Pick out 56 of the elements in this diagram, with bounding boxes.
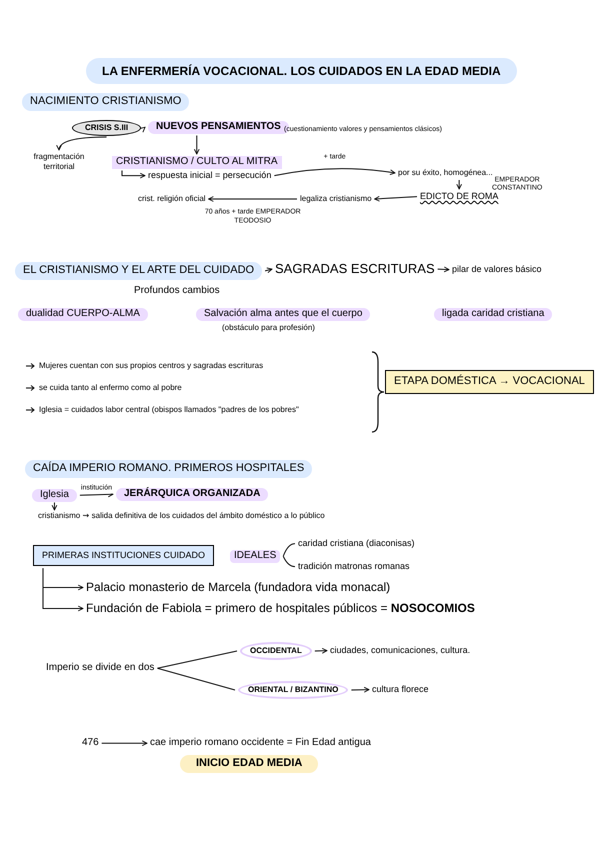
institution-box: PRIMERAS INSTITUCIONES CUIDADO bbox=[33, 545, 214, 566]
note-text: caridad cristiana (diaconisas) bbox=[298, 538, 415, 550]
arrow bbox=[101, 740, 148, 746]
note-text: fragmentación territorial bbox=[28, 152, 90, 172]
arrow bbox=[264, 268, 272, 274]
bullet-text: se cuida tanto al enfermo como al pobre bbox=[39, 382, 182, 394]
note-text: ciudades, comunicaciones, cultura. bbox=[330, 645, 470, 656]
note-text: cultura florece bbox=[372, 684, 429, 696]
arrow bbox=[52, 502, 58, 510]
arrow bbox=[456, 180, 462, 190]
highlighted-text: CRISTIANISMO / CULTO AL MITRA bbox=[112, 156, 282, 168]
highlighted-text: INICIO EDAD MEDIA bbox=[180, 755, 318, 773]
arrow bbox=[374, 196, 418, 202]
side-note: (obstáculo para profesión) bbox=[222, 322, 315, 334]
highlighted-text: IDEALES bbox=[230, 550, 280, 562]
arrow bbox=[122, 170, 146, 178]
section-heading: EL CRISTIANISMO Y EL ARTE DEL CUIDADO bbox=[15, 262, 262, 280]
arrow bbox=[274, 168, 396, 176]
arrow bbox=[139, 126, 146, 133]
side-note: Profundos cambios bbox=[134, 284, 220, 298]
section-heading: NACIMIENTO CRISTIANISMO bbox=[22, 93, 190, 111]
note-text: por su éxito, homogénea... bbox=[398, 168, 493, 178]
oval-box: CRISIS S.III bbox=[72, 120, 142, 136]
arrow bbox=[314, 648, 328, 654]
highlighted-text: ligada caridad cristiana bbox=[434, 308, 552, 320]
oval-box: OCCIDENTAL bbox=[240, 642, 312, 660]
bullet-text: Iglesia = cuidados labor central (obispos llamados "padres de los pobres" bbox=[39, 404, 299, 416]
highlighted-text: dualidad CUERPO-ALMA bbox=[18, 308, 148, 320]
note-text: pilar de valores básico bbox=[452, 264, 542, 276]
note-text: cae imperio romano occidente = Fin Edad antigua bbox=[150, 737, 371, 750]
note-text: respuesta inicial = persecución bbox=[148, 170, 272, 182]
section-heading: CAÍDA IMPERIO ROMANO. PRIMEROS HOSPITALES bbox=[25, 460, 312, 478]
highlighted-text: Iglesia bbox=[32, 489, 77, 502]
note-text: EDICTO DE ROMA bbox=[420, 191, 498, 202]
page-title: LA ENFERMERÍA VOCACIONAL. LOS CUIDADOS EN LA EDAD MEDIA bbox=[86, 58, 517, 84]
highlighted-text: JERÁRQUICA ORGANIZADA bbox=[116, 488, 268, 500]
arrow bbox=[56, 136, 108, 150]
note-text: legaliza cristianismo bbox=[300, 194, 372, 204]
arrow bbox=[79, 492, 114, 498]
highlighted-text: Salvación alma antes que el cuerpo bbox=[196, 308, 370, 320]
note-text: crist. religión oficial bbox=[138, 194, 206, 204]
arrow bbox=[42, 568, 84, 612]
note-text: Palacio monasterio de Marcela (fundadora vida monacal) bbox=[86, 580, 390, 595]
note-text: 476 bbox=[82, 737, 99, 750]
oval-box: ORIENTAL / BIZANTINO bbox=[238, 681, 348, 699]
note-text: tradición matronas romanas bbox=[298, 561, 410, 572]
stage-box: ETAPA DOMÉSTICA → VOCACIONAL bbox=[385, 370, 594, 394]
arrow bbox=[437, 266, 450, 272]
note-text: Imperio se divide en dos bbox=[46, 662, 154, 674]
arrow bbox=[194, 135, 200, 154]
note-text: cristianismo ⇝ salida definitiva de los cuidados del ámbito doméstico a lo público bbox=[38, 511, 325, 521]
bullet-text: Mujeres cuentan con sus propios centros y sagradas escrituras bbox=[39, 360, 264, 372]
note-text: SAGRADAS ESCRITURAS bbox=[275, 261, 435, 278]
arrow bbox=[350, 686, 370, 693]
arrow bbox=[208, 196, 298, 202]
note-text: Fundación de Fabiola = primero de hospitales públicos = NOSOCOMIOS bbox=[86, 601, 475, 616]
